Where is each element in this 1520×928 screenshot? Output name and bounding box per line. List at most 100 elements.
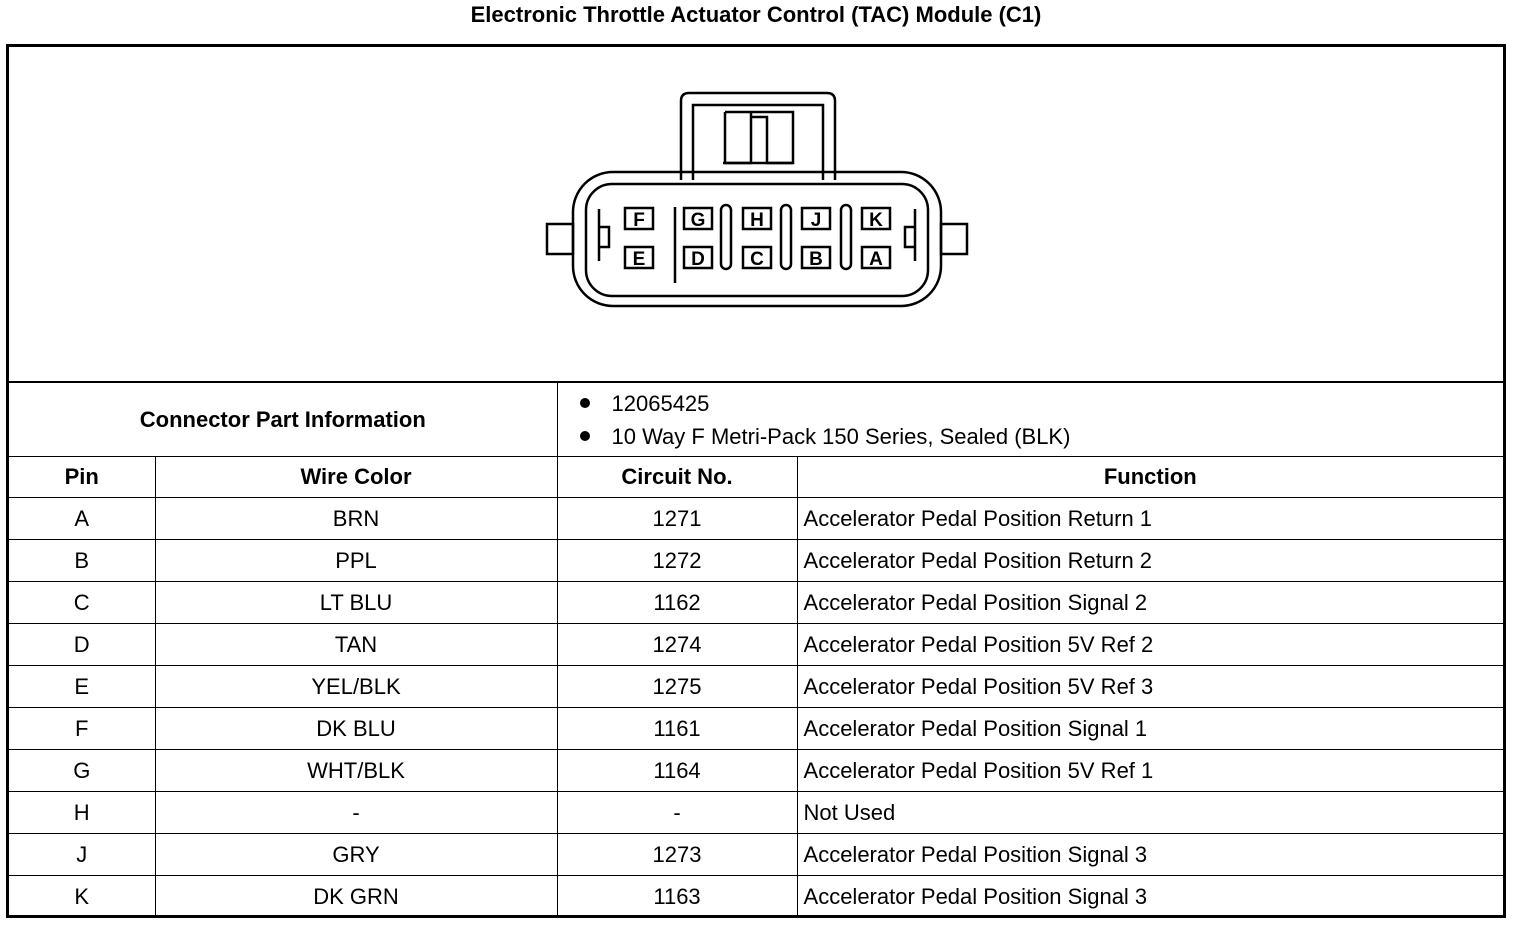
connector-diagram: F G H J K E D C B A bbox=[9, 47, 1503, 383]
pin-cell: F bbox=[9, 707, 156, 750]
right-side-tab bbox=[939, 222, 969, 256]
table-row: E YEL/BLK 1275 Accelerator Pedal Positio… bbox=[9, 665, 1504, 708]
pin-cavity-label: K bbox=[869, 210, 883, 231]
function-cell: Accelerator Pedal Position Signal 2 bbox=[796, 581, 1504, 624]
function-cell: Accelerator Pedal Position 5V Ref 1 bbox=[796, 749, 1504, 792]
column-header-pin: Pin bbox=[9, 456, 156, 498]
pin-cell: J bbox=[9, 833, 156, 876]
page-title: Electronic Throttle Actuator Control (TA… bbox=[470, 2, 1042, 27]
pin-cavity-box bbox=[682, 206, 714, 231]
connector-inner-shell bbox=[584, 182, 930, 298]
pin-cell: K bbox=[9, 875, 156, 917]
wire-color-cell: GRY bbox=[154, 833, 558, 876]
latch-t bbox=[723, 110, 795, 165]
connector-part-info-list: 12065425 10 Way F Metri-Pack 150 Series,… bbox=[556, 383, 1504, 457]
pin-cavity-box bbox=[741, 206, 773, 231]
bullet-icon bbox=[579, 431, 590, 441]
wire-color-cell: PPL bbox=[154, 539, 558, 582]
wire-color-cell: WHT/BLK bbox=[154, 749, 558, 792]
wire-color-cell: - bbox=[154, 791, 558, 834]
bullet-icon bbox=[579, 398, 590, 408]
wire-color-cell: TAN bbox=[154, 623, 558, 666]
wire-color-cell: YEL/BLK bbox=[154, 665, 558, 708]
pinout-table: Connector Part Information 12065425 10 W… bbox=[9, 383, 1504, 917]
pin-cavity-box bbox=[800, 206, 832, 231]
latch-inner bbox=[691, 103, 825, 180]
circuit-cell: 1273 bbox=[556, 833, 798, 876]
pin-cavity-box bbox=[623, 245, 655, 270]
function-cell: Not Used bbox=[796, 791, 1504, 834]
column-header-circuit-no: Circuit No. bbox=[556, 456, 798, 498]
circuit-cell: 1164 bbox=[556, 749, 798, 792]
pin-cavities: F G H J K E D C B A bbox=[623, 206, 892, 270]
table-row: G WHT/BLK 1164 Accelerator Pedal Positio… bbox=[9, 749, 1504, 792]
left-side-tab bbox=[545, 222, 575, 256]
table-row: B PPL 1272 Accelerator Pedal Position Re… bbox=[9, 539, 1504, 582]
pin-cell: C bbox=[9, 581, 156, 624]
table-row: D TAN 1274 Accelerator Pedal Position 5V… bbox=[9, 623, 1504, 666]
circuit-cell: 1163 bbox=[556, 875, 798, 917]
connector-part-info-row: Connector Part Information 12065425 10 W… bbox=[9, 383, 1504, 457]
table-row: K DK GRN 1163 Accelerator Pedal Position… bbox=[9, 875, 1504, 917]
pin-cavity-label: B bbox=[809, 249, 823, 270]
pin-cavity-label: J bbox=[811, 210, 822, 231]
table-row: A BRN 1271 Accelerator Pedal Position Re… bbox=[9, 497, 1504, 540]
pin-cell: B bbox=[9, 539, 156, 582]
pin-cell: D bbox=[9, 623, 156, 666]
circuit-cell: 1272 bbox=[556, 539, 798, 582]
pin-cavity-label: A bbox=[869, 249, 883, 270]
pin-cell: G bbox=[9, 749, 156, 792]
function-cell: Accelerator Pedal Position Return 1 bbox=[796, 497, 1504, 540]
function-cell: Accelerator Pedal Position Signal 1 bbox=[796, 707, 1504, 750]
table-row: J GRY 1273 Accelerator Pedal Position Si… bbox=[9, 833, 1504, 876]
slot-separator bbox=[719, 203, 733, 271]
function-cell: Accelerator Pedal Position Return 2 bbox=[796, 539, 1504, 582]
function-cell: Accelerator Pedal Position 5V Ref 3 bbox=[796, 665, 1504, 708]
pin-cavity-label: H bbox=[750, 210, 764, 231]
pin-cavity-label: C bbox=[750, 249, 764, 270]
pin-cavity-label: G bbox=[691, 210, 706, 231]
circuit-cell: 1275 bbox=[556, 665, 798, 708]
column-header-function: Function bbox=[796, 456, 1504, 498]
pin-cavity-box bbox=[682, 245, 714, 270]
pin-cell: H bbox=[9, 791, 156, 834]
pin-cavity-box bbox=[860, 206, 892, 231]
table-row: H - - Not Used bbox=[9, 791, 1504, 834]
pin-cell: E bbox=[9, 665, 156, 708]
wire-color-cell: BRN bbox=[154, 497, 558, 540]
pin-cavity-label: D bbox=[691, 249, 705, 270]
pin-cavity-box bbox=[741, 245, 773, 270]
right-key bbox=[903, 209, 917, 261]
latch-housing bbox=[679, 91, 837, 180]
pin-cavity-label: E bbox=[633, 249, 646, 270]
table-row: C LT BLU 1162 Accelerator Pedal Position… bbox=[9, 581, 1504, 624]
connector-outer-shell bbox=[571, 170, 943, 308]
circuit-cell: 1161 bbox=[556, 707, 798, 750]
circuit-cell: 1162 bbox=[556, 581, 798, 624]
function-cell: Accelerator Pedal Position Signal 3 bbox=[796, 833, 1504, 876]
pin-cavity-box bbox=[860, 245, 892, 270]
part-number: 12065425 bbox=[611, 390, 710, 416]
slot-separator bbox=[779, 203, 793, 271]
circuit-cell: 1271 bbox=[556, 497, 798, 540]
pin-cavity-box bbox=[623, 206, 655, 231]
pin-cavity-label: F bbox=[633, 210, 645, 231]
connector-part-info-label: Connector Part Information bbox=[9, 383, 558, 457]
function-cell: Accelerator Pedal Position Signal 3 bbox=[796, 875, 1504, 917]
wire-color-cell: DK BLU bbox=[154, 707, 558, 750]
pin-cavity-box bbox=[800, 245, 832, 270]
left-key bbox=[597, 209, 611, 261]
pin-cell: A bbox=[9, 497, 156, 540]
connector-type: 10 Way F Metri-Pack 150 Series, Sealed (… bbox=[611, 423, 1071, 449]
slot-separator bbox=[839, 203, 853, 271]
table-header-row: Pin Wire Color Circuit No. Function bbox=[9, 456, 1504, 498]
connector-type-item: 10 Way F Metri-Pack 150 Series, Sealed (… bbox=[579, 420, 1504, 453]
circuit-cell: - bbox=[556, 791, 798, 834]
table-row: F DK BLU 1161 Accelerator Pedal Position… bbox=[9, 707, 1504, 750]
part-number-item: 12065425 bbox=[579, 387, 1504, 420]
wire-color-cell: DK GRN bbox=[154, 875, 558, 917]
wire-color-cell: LT BLU bbox=[154, 581, 558, 624]
function-cell: Accelerator Pedal Position 5V Ref 2 bbox=[796, 623, 1504, 666]
circuit-cell: 1274 bbox=[556, 623, 798, 666]
